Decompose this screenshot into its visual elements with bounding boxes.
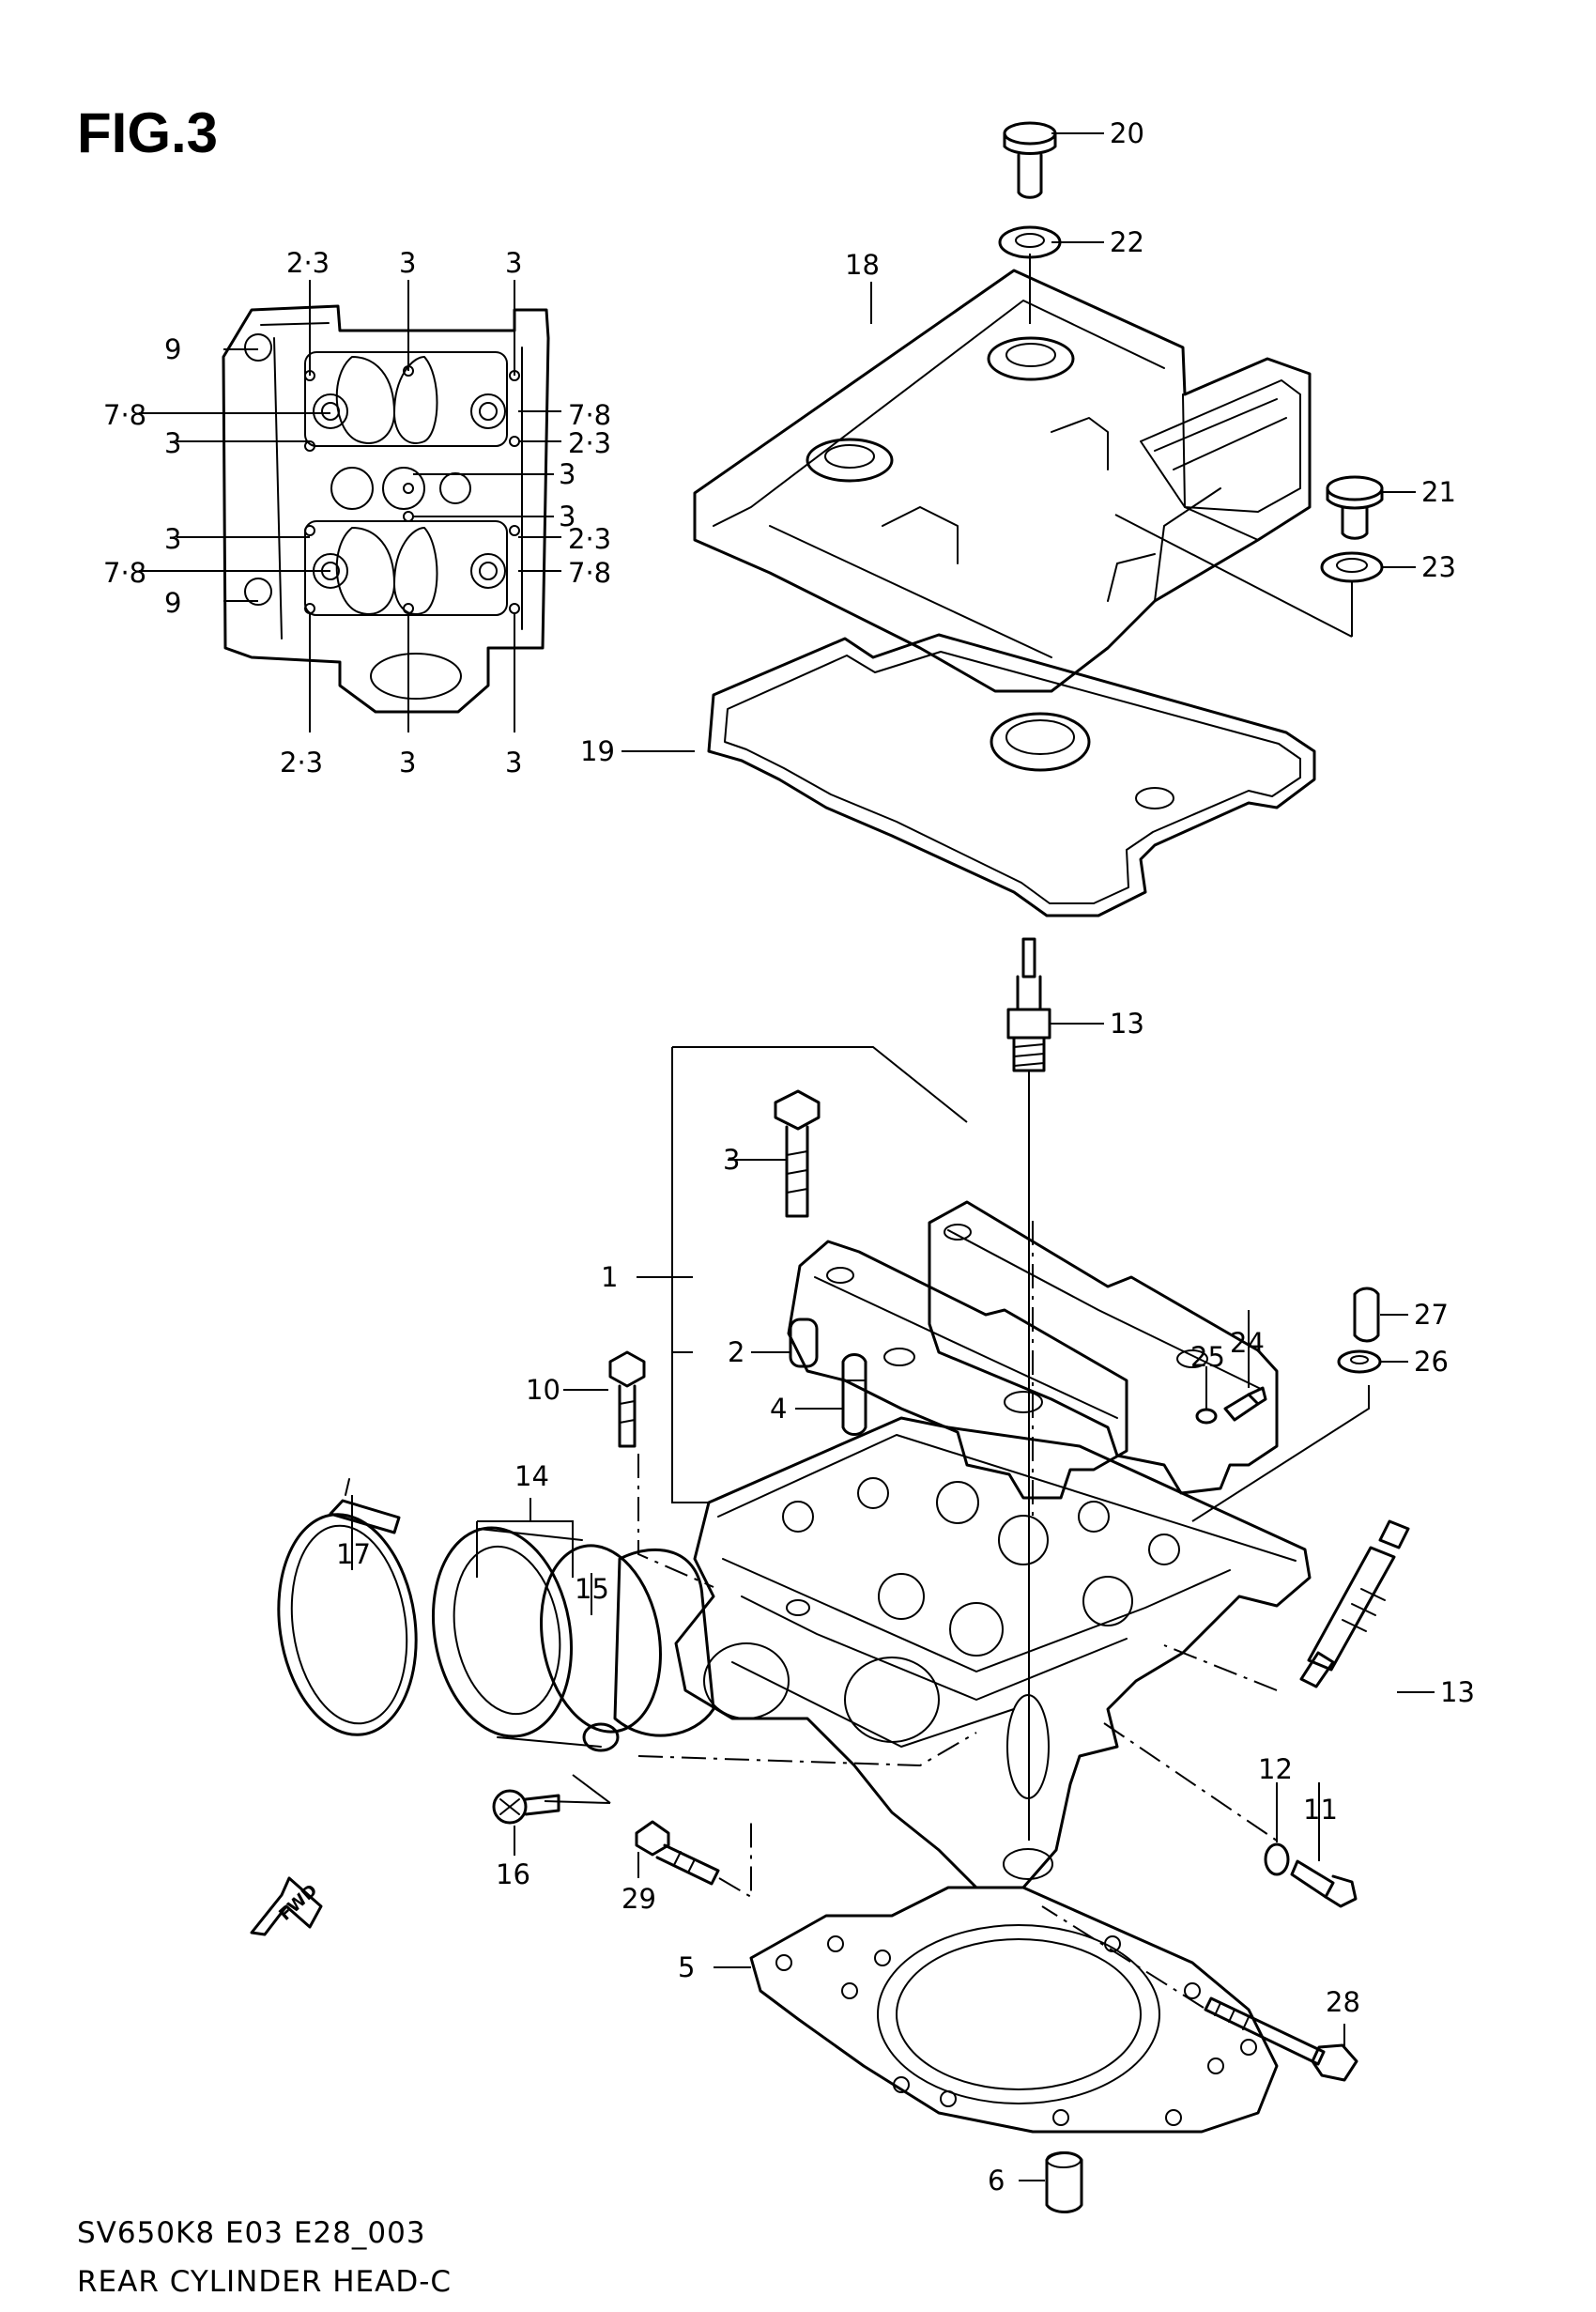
inset-callout: 2·3 [568,427,611,459]
callout-25: 25 [1190,1341,1225,1373]
callout-23: 23 [1421,551,1456,583]
callout-24: 24 [1230,1327,1265,1359]
cylinder-head-cover [693,269,1312,693]
bolt-10 [608,1350,646,1448]
callout-3: 3 [723,1144,740,1176]
inset-callout: 3 [399,747,416,778]
spark-plug-upper [1006,937,1051,1072]
figure-name: REAR CYLINDER HEAD-C [77,2265,452,2299]
dowel-6 [1045,2151,1083,2213]
figure-title: FIG.3 [77,101,218,164]
intake-pipe-14 [431,1526,662,1748]
oil-jet-4 [841,1353,867,1436]
callout-13-lower: 13 [1440,1676,1475,1708]
callout-22: 22 [1110,226,1144,258]
inset-callout: 7·8 [568,557,611,589]
inset-callout: 3 [399,247,416,279]
bolt-29 [635,1820,720,1886]
callout-17: 17 [336,1538,371,1570]
callout-1: 1 [601,1261,618,1293]
inset-callout: 2·3 [286,247,330,279]
washer-22 [998,225,1062,259]
callout-11: 11 [1303,1794,1338,1826]
inset-callout: 3 [164,523,181,555]
cylinder-head [674,1416,1312,1889]
leader-lines [351,132,1435,2181]
callout-13-upper: 13 [1110,1008,1144,1040]
inset-callout: 3 [505,747,522,778]
callout-12: 12 [1258,1753,1293,1785]
cover-gasket [707,633,1316,917]
washer-12 [1264,1842,1290,1876]
callout-6: 6 [988,2165,1005,2196]
callout-20: 20 [1110,117,1144,149]
clamp-17 [277,1478,418,1736]
callout-26: 26 [1414,1346,1449,1378]
callout-29: 29 [622,1883,656,1915]
callout-2: 2 [728,1336,744,1368]
callout-10: 10 [526,1374,560,1406]
inset-callout: 3 [164,427,181,459]
inset-callout: 7·8 [103,557,146,589]
head-gasket-5 [749,1886,1279,2134]
dowel-pin-2 [789,1318,819,1368]
inset-callout: 7·8 [568,399,611,431]
inset-callout: 3 [505,247,522,279]
inset-callout: 7·8 [103,399,146,431]
callout-14: 14 [514,1460,549,1492]
oring-25 [1195,1408,1218,1425]
callout-5: 5 [678,1951,695,1983]
callout-21: 21 [1421,476,1456,508]
callout-4: 4 [770,1393,787,1425]
callout-19: 19 [580,735,615,767]
inset-callout: 9 [164,333,181,365]
washer-23 [1320,551,1384,583]
inset-callout: 9 [164,587,181,619]
forward-arrow-icon: FWD [250,1876,323,1936]
assembly-lines [637,1221,1278,2009]
camshaft-holder-front [787,1240,1128,1500]
inset-callout: 2·3 [280,747,323,778]
figure-code: SV650K8 E03 E28_003 [77,2216,426,2250]
intake-gasket-15 [582,1548,715,1752]
washer-26 [1337,1349,1382,1374]
plug-24 [1223,1386,1267,1422]
cover-bolt-20 [1003,121,1057,199]
screw-16 [492,1789,560,1825]
callout-28: 28 [1326,1986,1360,2018]
cover-bolt-21 [1326,475,1384,540]
spark-plug-lower [1299,1519,1410,1688]
inset-head-top-view [139,280,561,732]
inset-callout: 3 [559,458,575,490]
stud-28 [1204,1996,1358,2082]
camshaft-holder-rear [928,1200,1279,1495]
dowel-27 [1353,1287,1380,1343]
bolt-11 [1290,1859,1358,1908]
inset-callout: 3 [559,501,575,532]
inset-callout: 2·3 [568,523,611,555]
bolt-3 [774,1089,821,1218]
callout-15: 15 [575,1573,609,1605]
callout-16: 16 [496,1858,530,1890]
callout-27: 27 [1414,1299,1449,1331]
callout-18: 18 [845,249,880,281]
